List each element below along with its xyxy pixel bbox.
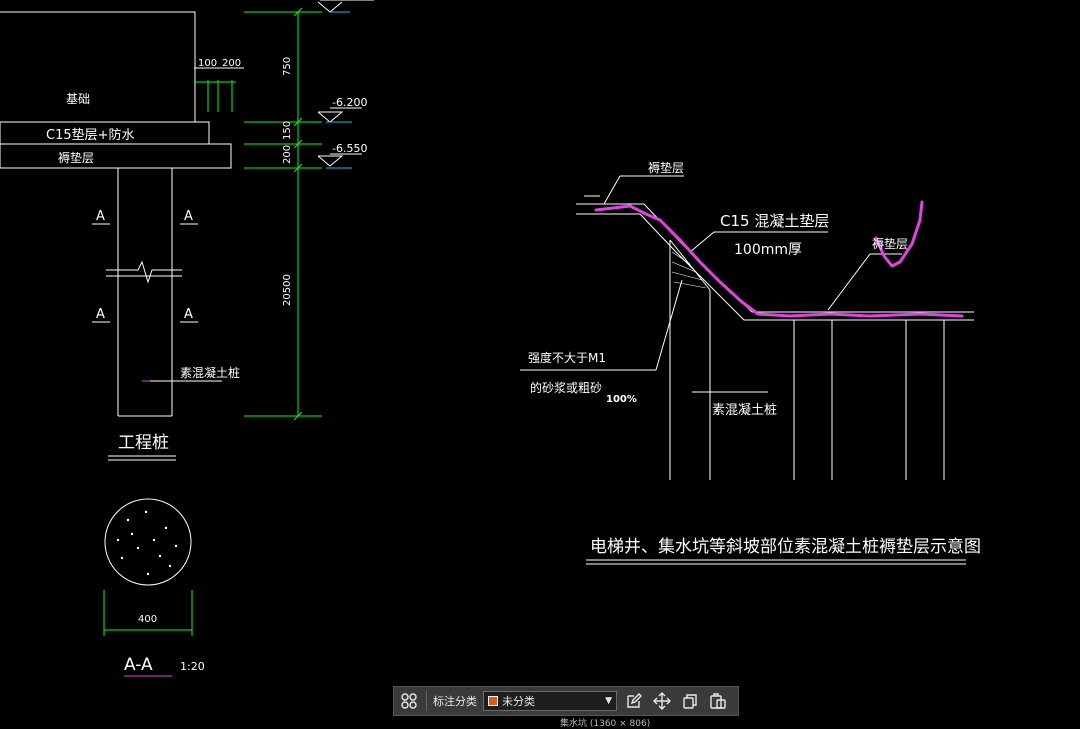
sand-leader-diag [655,279,683,371]
tick-1 [293,7,303,17]
break-symbol [106,260,182,284]
label-diagram-title: 电梯井、集水坑等斜坡部位素混凝土桩褥垫层示意图 [590,537,981,557]
category-selected-value: 未分类 [502,695,535,708]
label-section-aa: A-A [124,655,153,675]
label-plain-pile-left: 素混凝土桩 [180,365,240,380]
edit-icon[interactable] [623,690,645,712]
dim-label-100: 100 [198,58,217,69]
label-engineering-pile: 工程桩 [118,433,169,453]
tick-2 [293,117,303,127]
level-label-6550: -6.550 [332,142,367,155]
dim-label-750: 750 [282,57,293,76]
annotation-stroke-main [594,204,964,318]
label-cushion-right: 褥垫层 [872,236,908,251]
label-foundation: 基础 [66,92,90,106]
sand-zone-top [669,239,711,291]
status-text: 集水坑 (1360 × 806) [560,719,651,729]
tick-5 [293,411,303,421]
level-triangle-6200 [317,111,344,123]
dim-label-150: 150 [282,121,293,140]
label-cushion-left: 褥垫层 [58,150,94,165]
label-c15-cushion: C15 混凝土垫层 [720,212,829,230]
level-triangle-top [317,1,343,13]
label-cushion-right-top: 褥垫层 [648,160,684,175]
cushion-layer-left [0,143,232,169]
dim-label-400: 400 [138,614,157,625]
label-scale: 1:20 [180,660,205,673]
cushion-top-leader-diag [603,175,621,205]
level-triangle-6550 [317,155,344,167]
label-strength-m1: 强度不大于M1 [528,350,606,365]
section-label-a4: A [184,307,193,322]
label-thickness-100mm: 100mm厚 [734,242,802,258]
label-c15-waterproof: C15垫层+防水 [46,127,135,143]
paste-icon[interactable] [707,690,729,712]
dim-label-200-top: 200 [222,58,241,69]
cushion-right-leader [827,253,871,311]
label-plain-pile-right: 素混凝土桩 [712,402,777,418]
dim-label-20500: 20500 [282,274,293,306]
tick-4 [293,163,303,173]
category-select[interactable]: 未分类 ▼ [483,691,617,711]
label-mortar-sand: 的砂浆或粗砂 [530,380,602,395]
concrete-aggregate-dots [116,510,178,576]
slope-bottom-line [576,213,974,321]
annotation-stroke-hook [874,200,924,268]
dim-label-200-side: 200 [282,145,293,164]
tick-3 [293,139,303,149]
toolbar-separator [426,691,427,711]
label-percent-100: 100% [606,394,637,405]
pile-section-circle [104,498,192,586]
section-label-a3: A [96,307,105,322]
grid-icon[interactable] [398,690,420,712]
chevron-down-icon: ▼ [605,696,612,706]
annotation-toolbar: 标注分类 未分类 ▼ [393,686,739,716]
section-label-a1: A [96,209,105,224]
category-label: 标注分类 [433,695,477,708]
foundation-outline [0,11,196,122]
copy-icon[interactable] [679,690,701,712]
category-color-swatch [488,696,498,706]
sand-hatch [671,251,707,289]
section-label-a2: A [184,209,193,224]
level-label-6200: -6.200 [332,96,367,109]
c15-leader-diag [689,231,715,253]
move-icon[interactable] [651,690,673,712]
